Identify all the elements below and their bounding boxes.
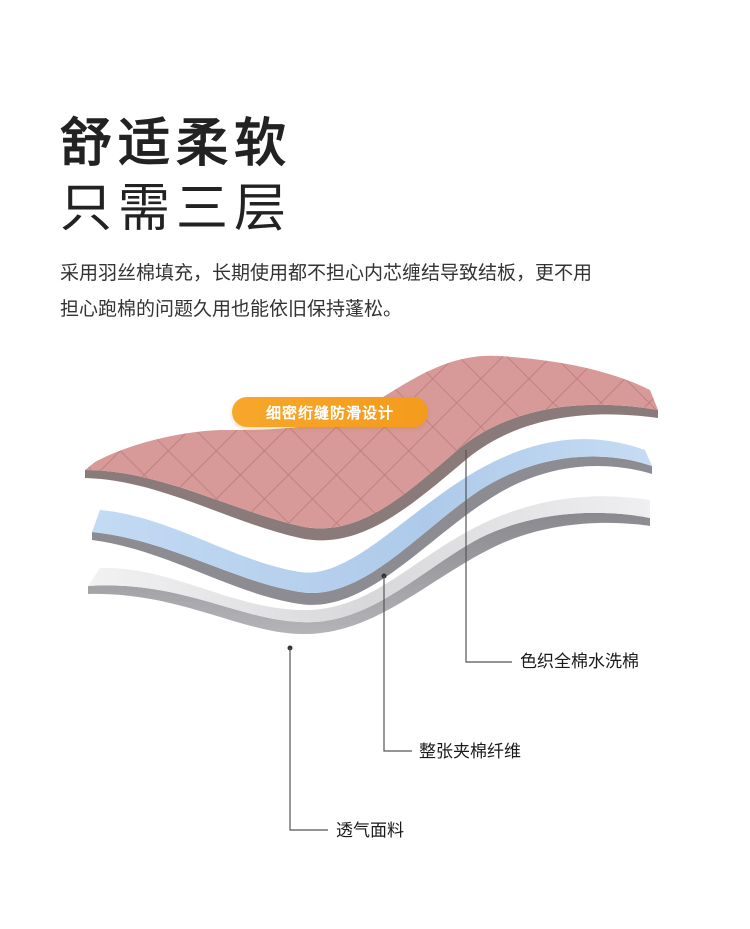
callout-top-layer: 色织全棉水洗棉	[520, 652, 639, 672]
mattress-layers-illustration	[85, 355, 658, 831]
middle-layer-leader	[383, 576, 412, 752]
middle-layer	[92, 439, 652, 605]
heading-line-2: 只需三层	[60, 179, 293, 239]
top-layer	[85, 355, 658, 541]
top-layer-leader	[465, 450, 512, 663]
quilting-badge: 细密绗缝防滑设计	[232, 397, 428, 427]
description: 采用羽丝棉填充，长期使用都不担心内芯缠结导致结板，更不用 担心跑棉的问题久用也能…	[60, 255, 710, 327]
callout-lines	[287, 450, 512, 831]
description-line-2: 担心跑棉的问题久用也能依旧保持蓬松。	[60, 298, 403, 320]
bottom-layer-leader	[289, 648, 328, 831]
callout-middle-layer: 整张夹棉纤维	[419, 742, 521, 762]
bottom-layer	[88, 496, 650, 635]
description-line-1: 采用羽丝棉填充，长期使用都不担心内芯缠结导致结板，更不用	[60, 262, 593, 284]
heading-line-1: 舒适柔软	[60, 114, 293, 174]
callout-bottom-layer: 透气面料	[336, 821, 404, 841]
